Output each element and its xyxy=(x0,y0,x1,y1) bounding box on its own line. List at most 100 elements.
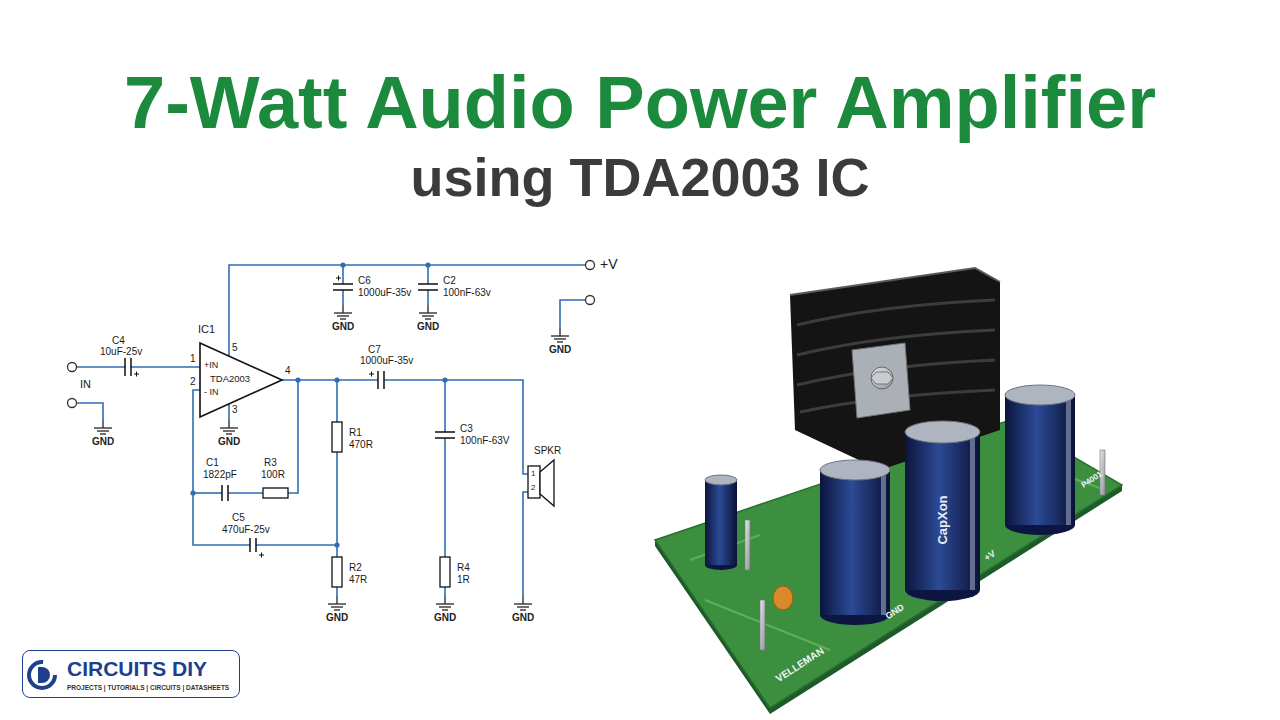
component-value: 1822pF xyxy=(203,470,237,480)
ground-symbol xyxy=(94,420,112,434)
ground-symbol xyxy=(220,420,238,434)
capacitor-photo xyxy=(881,470,886,615)
wire xyxy=(288,380,298,493)
pin-number: 3 xyxy=(232,405,238,415)
board-marking: VELLEMAN xyxy=(774,646,826,684)
ic-reference: IC1 xyxy=(198,324,215,335)
pin-number: 1 xyxy=(531,470,535,478)
capacitor-symbol xyxy=(418,284,438,290)
resistor-symbol xyxy=(332,557,342,587)
wire xyxy=(444,587,446,596)
capacitor-photo xyxy=(820,460,890,480)
speaker-symbol xyxy=(528,460,554,506)
wire xyxy=(77,403,104,420)
component-value: 1000uF-35v xyxy=(360,356,413,366)
capacitor-photo xyxy=(905,432,980,590)
component-ref: SPKR xyxy=(534,446,561,456)
page-title: 7-Watt Audio Power Amplifier xyxy=(0,66,1280,140)
capacitor-photo xyxy=(1066,395,1071,525)
supply-label: +V xyxy=(600,257,618,271)
wire xyxy=(193,492,222,494)
pcb-pin xyxy=(760,600,765,650)
pin-number: 4 xyxy=(285,366,291,376)
capacitor-photo xyxy=(905,421,980,443)
wire xyxy=(256,544,337,546)
pin-name: - IN xyxy=(204,388,219,397)
capacitor-photo xyxy=(705,385,1075,625)
component-ref: C3 xyxy=(460,424,473,434)
component-value: 47R xyxy=(349,575,367,585)
capacitor-symbol xyxy=(134,372,139,377)
component-ref: R2 xyxy=(349,563,362,573)
wire xyxy=(444,380,446,432)
resistor-symbol xyxy=(263,422,450,587)
component-value: 470R xyxy=(349,440,373,450)
component-value: 100nF-63V xyxy=(460,436,509,446)
logo-name: CIRCUITS DIY xyxy=(67,658,207,679)
component-ref: C2 xyxy=(443,276,456,286)
wire xyxy=(228,404,230,420)
board-marking: GND xyxy=(884,603,906,621)
wire xyxy=(77,366,126,368)
junction-dot xyxy=(334,542,339,547)
logo-icon xyxy=(29,662,55,688)
signal-label: IN xyxy=(80,379,91,390)
capacitor-symbol xyxy=(125,276,455,558)
component-ref: C6 xyxy=(358,276,371,286)
wire xyxy=(131,366,200,368)
ground-label: GND xyxy=(92,437,114,447)
wire xyxy=(384,380,528,474)
terminal xyxy=(68,261,595,408)
ceramic-capacitor xyxy=(773,586,793,610)
capacitor-symbol xyxy=(378,371,384,389)
terminal xyxy=(68,363,77,372)
junction-dot xyxy=(190,490,195,495)
component-ref: C7 xyxy=(368,345,381,355)
terminal xyxy=(68,399,77,408)
board-marking: P4001 xyxy=(1080,470,1104,489)
pin-name: +IN xyxy=(204,361,218,370)
amplifier-triangle xyxy=(200,343,282,417)
amplifier-ic: IC1 +IN TDA2003 - IN xyxy=(196,324,286,420)
heatsink xyxy=(871,367,893,389)
capacitor-symbol xyxy=(222,485,228,501)
component-value: 100R xyxy=(261,470,285,480)
capacitor-photo xyxy=(705,475,737,485)
capacitor-symbol xyxy=(435,432,455,438)
pcb-pin xyxy=(745,450,1105,650)
pin-number: 2 xyxy=(531,484,535,492)
component-ref: R1 xyxy=(349,428,362,438)
wire xyxy=(77,265,586,596)
capacitor-symbol xyxy=(333,284,353,290)
junction-dot xyxy=(334,377,339,382)
heatsink xyxy=(852,343,910,418)
component-value: 1R xyxy=(457,575,470,585)
capacitor-photo xyxy=(705,480,737,565)
pin-number: 5 xyxy=(232,343,238,353)
capacitor-photo xyxy=(1005,395,1075,525)
junction-dot xyxy=(442,377,447,382)
ic-name: TDA2003 xyxy=(210,374,250,384)
wire xyxy=(342,265,344,284)
ground-symbol xyxy=(334,305,352,319)
heatsink xyxy=(790,268,1000,470)
wire xyxy=(342,290,344,305)
component-ref: R4 xyxy=(457,563,470,573)
ic-outline xyxy=(196,324,286,420)
ground-symbol xyxy=(436,596,454,610)
component-ref: C5 xyxy=(232,513,245,523)
component-ref: C4 xyxy=(112,336,125,346)
junction-dot xyxy=(190,262,447,547)
wire xyxy=(560,300,586,328)
capacitor-symbol xyxy=(250,538,256,552)
capacitor-photo xyxy=(1005,385,1075,405)
ground-label: GND xyxy=(332,322,354,332)
logo-badge: CIRCUITS DIYPROJECTS | TUTORIALS | CIRCU… xyxy=(22,650,240,698)
pcb-pin xyxy=(745,520,750,570)
logo-icon xyxy=(29,662,55,688)
page-subtitle: using TDA2003 IC xyxy=(0,150,1280,204)
resistor-symbol xyxy=(440,557,450,587)
component-value: 470uF-25v xyxy=(222,525,270,535)
component-value: 1000uF-35v xyxy=(358,288,411,298)
ground-label: GND xyxy=(549,345,571,355)
